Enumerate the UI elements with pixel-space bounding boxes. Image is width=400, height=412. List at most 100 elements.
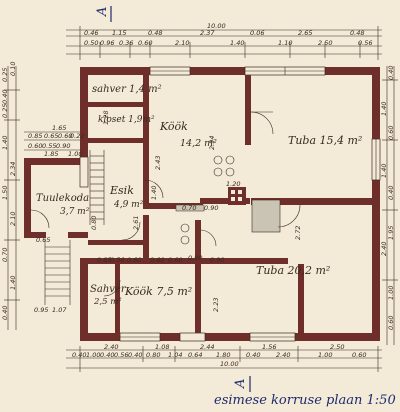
svg-text:0.90: 0.90 — [56, 142, 70, 150]
svg-text:0.65: 0.65 — [36, 236, 50, 244]
dimension-lines-top — [66, 26, 382, 60]
svg-text:1.00: 1.00 — [68, 150, 82, 158]
room-sahver-bot-name: Sahver — [90, 284, 127, 295]
svg-text:1.04: 1.04 — [168, 351, 182, 359]
svg-text:0.40: 0.40 — [1, 90, 9, 104]
dim-top-1: 1.15 — [112, 29, 126, 37]
svg-text:1.40: 1.40 — [9, 276, 17, 290]
dim-top-3: 2.37 — [200, 29, 215, 37]
svg-text:2.10: 2.10 — [9, 212, 17, 226]
dim-bottom-1: 1.08 — [155, 343, 169, 351]
svg-text:0.85: 0.85 — [28, 132, 42, 140]
top-windows — [79, 66, 381, 342]
dim-top-total: 10.00 — [207, 22, 226, 30]
exterior-walls — [24, 67, 380, 341]
svg-text:1.40: 1.40 — [150, 186, 158, 200]
svg-text:1.40: 1.40 — [380, 164, 388, 178]
svg-text:0.65: 0.65 — [44, 132, 58, 140]
dim-top-2: 0.48 — [148, 29, 162, 37]
mid-left-dim-lines — [24, 131, 80, 151]
svg-text:0.60: 0.60 — [387, 316, 395, 330]
svg-text:A: A — [233, 379, 248, 389]
room-sahver-bot-area: 2,5 m² — [93, 297, 122, 307]
svg-text:1.80: 1.80 — [216, 351, 230, 359]
dim-top2-6: 1.10 — [278, 39, 292, 47]
room-sahver-top: sahver 1,4 m² — [92, 84, 162, 95]
room-kook-bot: Köök 7,5 m² — [124, 285, 192, 298]
svg-text:2.94: 2.94 — [208, 136, 216, 150]
svg-text:0.80: 0.80 — [146, 351, 160, 359]
dim-bottom-row2: 0.40 1.00 0.40 0.56 0.40 0.80 1.04 0.64 … — [72, 351, 366, 359]
svg-text:1.00: 1.00 — [387, 286, 395, 300]
dim-top2-7: 2.50 — [318, 39, 332, 47]
room-kook-top-area: 14,2 m² — [180, 138, 217, 149]
stairs — [44, 150, 105, 305]
dim-top2-1: 0.96 — [100, 39, 114, 47]
svg-text:0.40: 0.40 — [100, 351, 114, 359]
svg-text:0.40: 0.40 — [387, 66, 395, 80]
svg-text:2.61: 2.61 — [132, 216, 140, 230]
svg-text:0.90: 0.90 — [188, 254, 202, 262]
interior-dim-labels: 2.43 2.94 1.28 2.61 2.72 0.85 0.56 0.60 … — [34, 111, 302, 314]
svg-text:0.70: 0.70 — [1, 248, 9, 262]
svg-text:2.40: 2.40 — [380, 242, 388, 256]
svg-text:0.60: 0.60 — [168, 256, 182, 264]
stove — [175, 187, 281, 233]
svg-text:0.80: 0.80 — [90, 216, 98, 230]
dim-bottom-total: 10.00 — [220, 360, 239, 368]
dimension-lines-bottom — [66, 346, 382, 372]
mid-left-dims: 1.65 0.85 0.65 0.60 0.22 0.60 0.55 0.90 … — [28, 124, 84, 158]
svg-text:0.56: 0.56 — [114, 351, 128, 359]
svg-text:0.40: 0.40 — [1, 306, 9, 320]
svg-text:0.95: 0.95 — [34, 306, 48, 314]
svg-text:0.60: 0.60 — [387, 126, 395, 140]
room-kloset: kloset 1,9m² — [98, 115, 155, 125]
svg-text:2.23: 2.23 — [212, 298, 220, 312]
dim-bottom-4: 2.50 — [330, 343, 344, 351]
svg-text:A: A — [95, 7, 110, 17]
svg-text:1.20: 1.20 — [226, 180, 240, 188]
kitchen-fixtures — [180, 155, 235, 245]
doors — [30, 111, 301, 297]
dimension-lines-right — [382, 66, 398, 345]
dim-right-labels: 0.40 1.40 0.60 1.40 0.40 1.95 2.40 1.00 … — [380, 66, 395, 330]
svg-text:1.85: 1.85 — [44, 150, 58, 158]
svg-text:1.00: 1.00 — [318, 351, 332, 359]
svg-text:2.40: 2.40 — [276, 351, 290, 359]
svg-text:1.40: 1.40 — [380, 102, 388, 116]
room-tuba-bot: Tuba 20,2 m² — [256, 264, 330, 277]
svg-text:0.90: 0.90 — [210, 256, 224, 264]
svg-text:0.60: 0.60 — [28, 142, 42, 150]
svg-text:0.22: 0.22 — [70, 132, 84, 140]
svg-text:0.40: 0.40 — [72, 351, 86, 359]
dim-top2-3: 0.60 — [138, 39, 152, 47]
svg-text:0.10: 0.10 — [9, 62, 17, 76]
svg-text:2.72: 2.72 — [294, 226, 302, 240]
room-esik-area: 4,9 m² — [113, 200, 144, 210]
dim-top2-8: 0.56 — [358, 39, 372, 47]
room-tuba-top: Tuba 15,4 m² — [288, 134, 362, 147]
svg-text:0.90: 0.90 — [204, 204, 218, 212]
svg-text:1.40: 1.40 — [1, 136, 9, 150]
svg-text:2.34: 2.34 — [9, 162, 17, 176]
dim-bottom-3: 1.56 — [262, 343, 276, 351]
svg-text:0.60: 0.60 — [150, 256, 164, 264]
svg-text:1.07: 1.07 — [52, 306, 67, 314]
svg-text:0.60: 0.60 — [58, 132, 72, 140]
interior-walls — [88, 67, 372, 336]
room-esik-name: Esik — [109, 184, 134, 197]
svg-text:1.50: 1.50 — [1, 186, 9, 200]
room-tuulekoda-area: 3,7 m² — [60, 207, 90, 217]
dim-top-0: 0.46 — [84, 29, 98, 37]
svg-text:0.64: 0.64 — [188, 351, 202, 359]
section-marker-top: A — [95, 6, 112, 22]
svg-text:0.25: 0.25 — [1, 104, 9, 118]
svg-text:0.40: 0.40 — [128, 351, 142, 359]
plan-caption: esimese korruse plaan 1:50 — [214, 393, 396, 408]
svg-text:0.25: 0.25 — [1, 68, 9, 82]
dim-top-6: 0.48 — [350, 29, 364, 37]
dim-bottom-2: 2.44 — [200, 343, 214, 351]
svg-text:0.40: 0.40 — [387, 186, 395, 200]
svg-text:1.00: 1.00 — [86, 351, 100, 359]
dim-bottom-0: 2.40 — [104, 343, 118, 351]
